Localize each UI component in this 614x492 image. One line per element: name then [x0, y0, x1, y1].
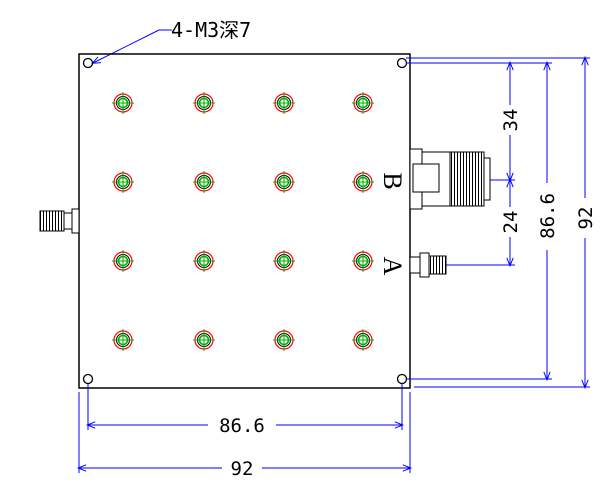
grid-hole [112, 250, 134, 272]
dim-right-34-text: 34 [500, 109, 522, 132]
grid-hole [352, 171, 374, 193]
dim-bottom-inner: 86.6 [85, 415, 405, 437]
dim-right-inner-text: 86.6 [537, 193, 559, 239]
grid-hole [193, 250, 215, 272]
grid-hole [273, 329, 295, 351]
dim-bottom-inner-text: 86.6 [219, 415, 265, 437]
grid-hole [273, 92, 295, 114]
dim-bottom-outer: 92 [76, 458, 413, 480]
grid-hole [112, 171, 134, 193]
hole-grid [112, 92, 374, 351]
mounting-hole [396, 57, 408, 69]
grid-hole [193, 329, 215, 351]
dim-right-outer: 92 [575, 55, 597, 390]
mounting-hole [82, 373, 94, 385]
port-a-connector [409, 252, 447, 278]
callout-text: 4-M3深7 [171, 18, 251, 42]
dim-bottom-outer-text: 92 [231, 458, 254, 480]
grid-hole [193, 92, 215, 114]
extension-lines [78, 57, 590, 473]
grid-hole [112, 92, 134, 114]
grid-hole [352, 92, 374, 114]
grid-hole [352, 250, 374, 272]
grid-hole [112, 329, 134, 351]
mounting-hole [82, 57, 94, 69]
grid-hole [352, 329, 374, 351]
grid-hole [193, 171, 215, 193]
left-sma-connector [39, 208, 80, 234]
dim-right-24: 24 [500, 177, 522, 268]
port-b-label: B [378, 172, 407, 189]
dim-right-24-text: 24 [500, 211, 522, 234]
dim-right-inner: 86.6 [537, 60, 559, 382]
mounting-hole-callout: 4-M3深7 [91, 18, 251, 64]
grid-hole [273, 250, 295, 272]
port-b-connector [409, 148, 491, 210]
port-a-label: A [378, 257, 407, 276]
mounting-hole [396, 373, 408, 385]
dim-right-outer-text: 92 [575, 207, 597, 230]
grid-hole [273, 171, 295, 193]
dim-right-34: 34 [500, 60, 522, 183]
